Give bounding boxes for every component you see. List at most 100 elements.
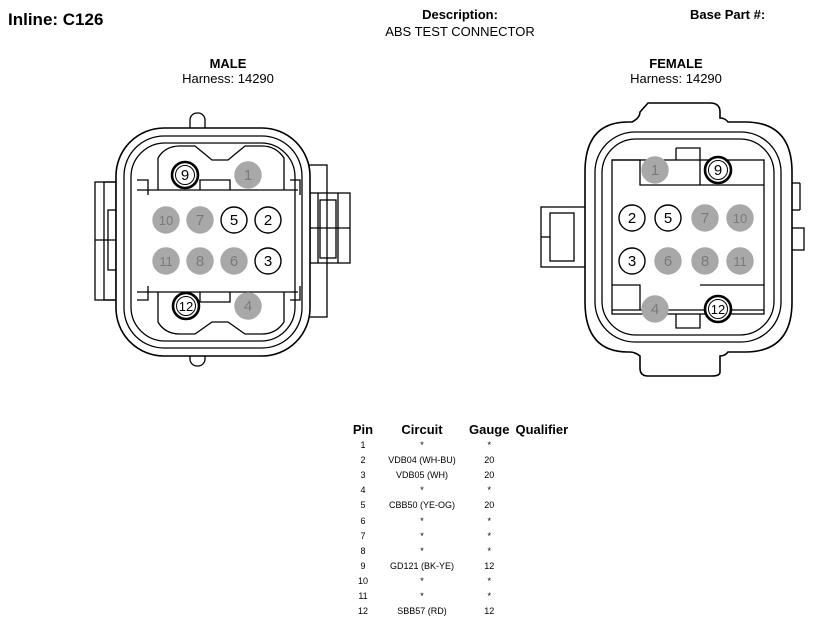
cell-circuit: * — [420, 590, 424, 601]
table-row: 7** — [348, 529, 571, 544]
cell-gauge: * — [487, 485, 491, 496]
cell-gauge: * — [487, 440, 491, 451]
pin-inner-ring — [708, 160, 728, 180]
pin-label: 8 — [701, 253, 709, 270]
table-row: 11 * * — [348, 589, 571, 604]
pin-3: 3 — [618, 247, 646, 275]
pin-label: 2 — [628, 210, 636, 227]
cell-gauge: 12 — [484, 606, 495, 617]
pin-label: 3 — [264, 253, 272, 270]
pin-label: 9 — [714, 162, 722, 179]
cell-pin: 6 — [360, 515, 366, 526]
pin-8: 8 — [691, 247, 719, 275]
cell-qualifier — [512, 559, 571, 574]
pin-11: 11 — [726, 247, 754, 275]
pin-label: 12 — [179, 299, 193, 314]
pin-12: 12 — [703, 294, 733, 324]
pin-circle — [254, 247, 282, 275]
pin-circle — [234, 161, 262, 189]
table-row: 10** — [348, 574, 571, 589]
cell-qualifier — [512, 574, 571, 589]
pin-circle — [220, 206, 248, 234]
cell-gauge: * — [487, 590, 491, 601]
pin-4: 4 — [234, 292, 262, 320]
pin-label: 10 — [733, 211, 747, 226]
pin-circle — [254, 206, 282, 234]
cell-gauge: * — [487, 530, 491, 541]
cell-circuit: * — [420, 440, 424, 451]
pin-6: 6 — [220, 247, 248, 275]
female-left-latch — [540, 206, 588, 268]
pin-circle — [641, 295, 669, 323]
cell-gauge: * — [487, 575, 491, 586]
cell-gauge: * — [487, 515, 491, 526]
pin-circle — [691, 247, 719, 275]
pin-6: 6 — [654, 247, 682, 275]
pin-12: 12 — [171, 291, 201, 321]
cell-gauge: * — [487, 545, 491, 556]
pin-7: 7 — [691, 204, 719, 232]
cell-pin: 11 — [358, 590, 368, 601]
cell-pin: 8 — [360, 545, 366, 556]
pin-circle — [186, 247, 214, 275]
pin-circle — [691, 204, 719, 232]
header-qualifier: Qualifier — [515, 422, 569, 437]
pin-circle — [152, 206, 180, 234]
pin-label: 6 — [664, 253, 672, 270]
pin-10: 10 — [726, 204, 754, 232]
table-row: 8** — [348, 544, 571, 559]
male-right-latch — [304, 164, 351, 318]
pin-label: 5 — [230, 212, 238, 229]
pin-1: 1 — [641, 156, 669, 184]
cell-qualifier — [512, 589, 571, 604]
female-connector — [540, 102, 805, 377]
cell-pin: 4 — [360, 485, 366, 496]
pin-label: 9 — [181, 167, 189, 184]
cell-circuit: * — [420, 485, 424, 496]
cell-qualifier — [512, 513, 571, 528]
pin-circle — [654, 247, 682, 275]
male-connector — [94, 112, 351, 367]
pin-circle — [220, 247, 248, 275]
pin-9: 9 — [703, 155, 733, 185]
cell-circuit: * — [420, 515, 424, 526]
pin-label: 8 — [196, 253, 204, 270]
pin-10: 10 — [152, 206, 180, 234]
pin-5: 5 — [220, 206, 248, 234]
description-label: Description: — [422, 7, 498, 22]
cell-circuit: VDB05 (WH) — [395, 470, 448, 481]
pin-circle — [654, 204, 682, 232]
pin-label: 11 — [733, 254, 747, 269]
table-row: 1 * * — [348, 438, 571, 453]
pin-label: 12 — [711, 302, 725, 317]
cell-qualifier — [512, 498, 571, 513]
header-circuit: Circuit — [401, 422, 443, 437]
pin-label: 4 — [651, 301, 659, 318]
pin-inner-ring — [708, 299, 728, 319]
pin-label: 10 — [159, 213, 173, 228]
cell-circuit: CBB50 (YE-OG) — [388, 500, 455, 511]
cell-qualifier — [512, 529, 571, 544]
header-gauge: Gauge — [469, 422, 510, 437]
pin-label: 1 — [651, 162, 659, 179]
cell-pin: 2 — [360, 455, 366, 466]
base-part-label: Base Part #: — [690, 7, 766, 22]
header-pin: Pin — [352, 422, 374, 437]
pin-circle — [186, 206, 214, 234]
pin-2: 2 — [618, 204, 646, 232]
pin-inner-ring — [175, 165, 195, 185]
pin-5: 5 — [654, 204, 682, 232]
pin-inner-ring — [176, 296, 196, 316]
cell-pin: 5 — [360, 500, 366, 511]
cell-gauge: 20 — [484, 455, 495, 466]
female-title: FEMALE — [649, 56, 703, 71]
cell-pin: 1 — [360, 440, 366, 451]
